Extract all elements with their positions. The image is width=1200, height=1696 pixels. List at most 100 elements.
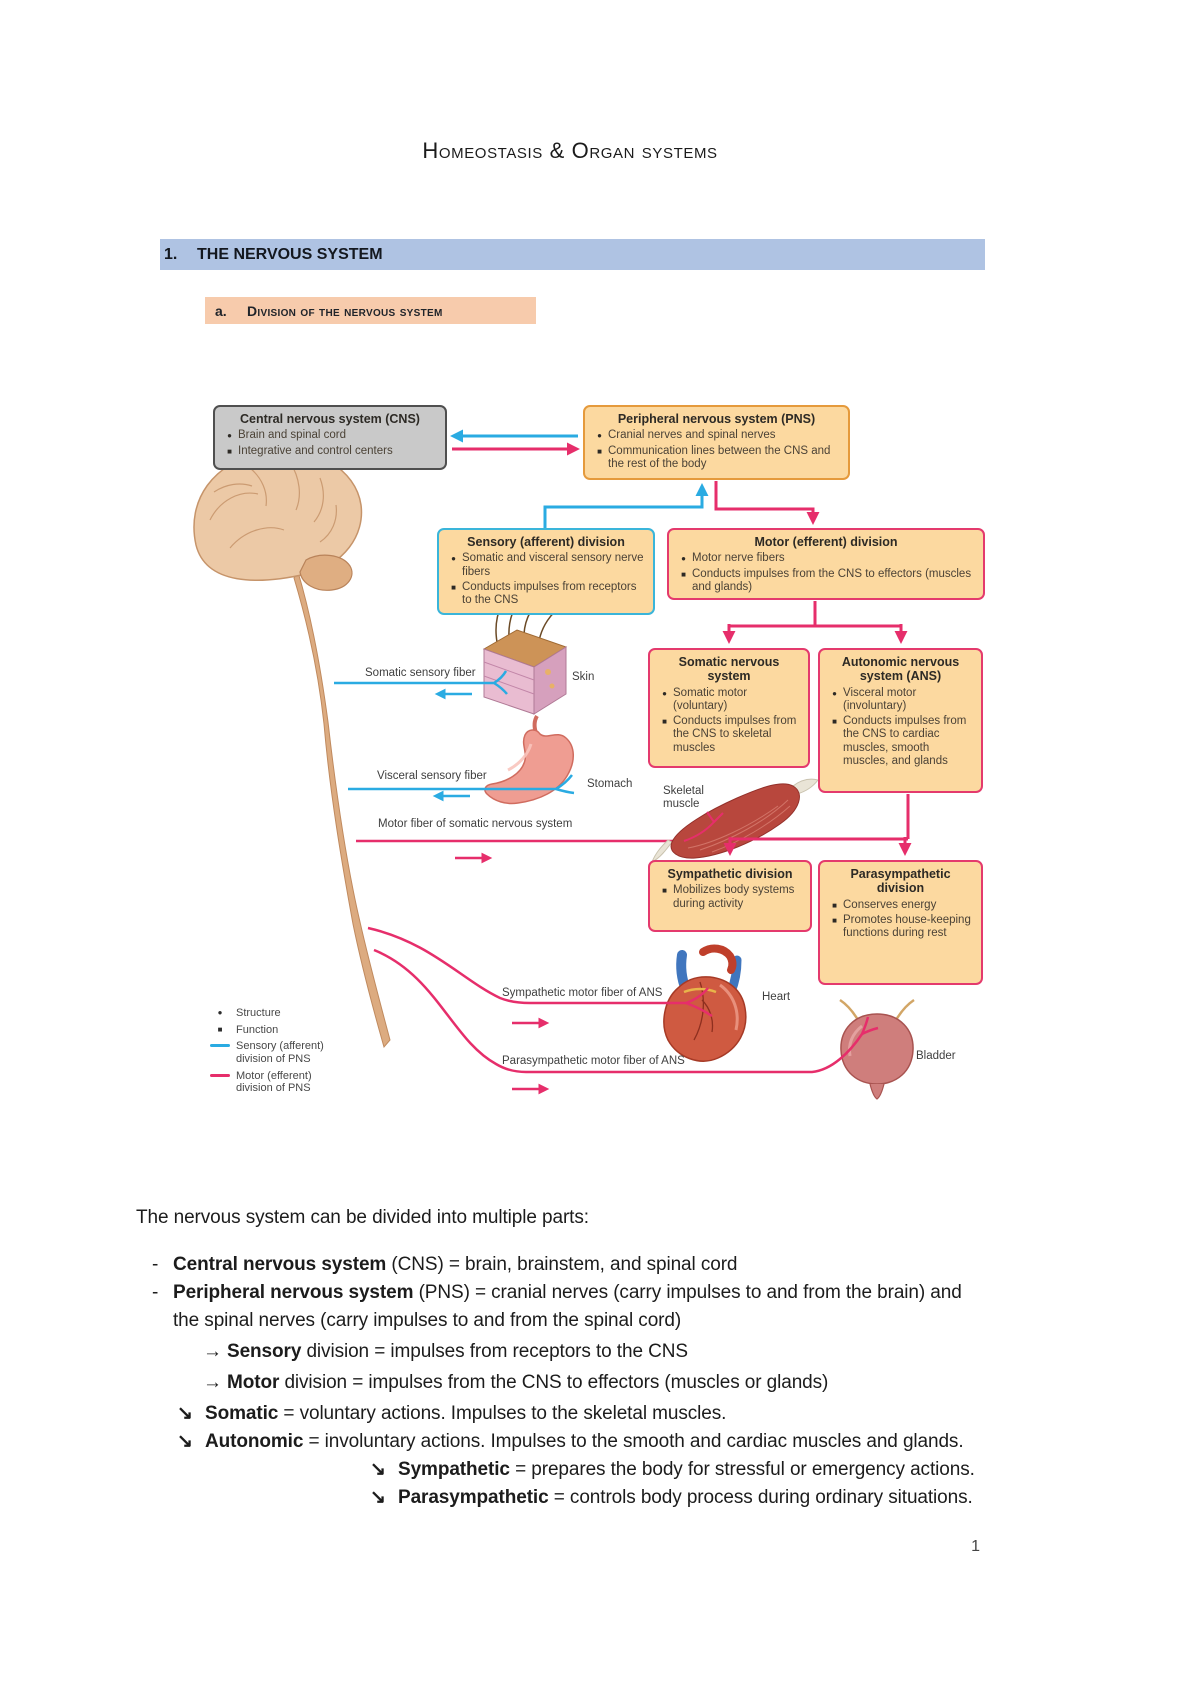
autonomic-split-connector bbox=[730, 794, 910, 841]
pns-box-title: Peripheral nervous system (PNS) bbox=[617, 412, 816, 426]
sympathetic-box: Sympathetic division ■ Mobilizes body sys… bbox=[648, 860, 812, 932]
section-heading: 1. THE NERVOUS SYSTEM bbox=[160, 239, 985, 270]
subsection-number: a. bbox=[215, 302, 227, 319]
pns-box: Peripheral nervous system (PNS) ● Cranial… bbox=[583, 405, 850, 480]
autonomic-function: Conducts impulses from the CNS to cardia… bbox=[843, 715, 967, 767]
sensory-function: Conducts impulses from receptors to the … bbox=[462, 580, 637, 607]
sensory-division-box: Sensory (afferent) division ●Somatic and… bbox=[437, 528, 655, 615]
parasympathetic-box: Parasympathetic division ■Conserves ener… bbox=[818, 860, 983, 985]
motor-function: Conducts impulses from the CNS to effect… bbox=[692, 567, 972, 593]
section-label: THE NERVOUS SYSTEM bbox=[197, 245, 383, 263]
autonomic-box-title: Autonomic nervous system (ANS) bbox=[841, 655, 960, 684]
somatic-sensory-fiber-label: Somatic sensory fiber bbox=[365, 667, 476, 679]
structure-bullet-icon: ● bbox=[597, 431, 602, 441]
list-item: - Central nervous system (CNS) = brain, … bbox=[136, 1251, 1072, 1279]
visceral-sensory-fiber-label: Visceral sensory fiber bbox=[377, 770, 487, 782]
skeletal-muscle-illustration bbox=[651, 778, 819, 864]
list-item: ↘ Somatic = voluntary actions. Impulses … bbox=[136, 1400, 1072, 1428]
southeast-arrow-icon: ↘ bbox=[370, 1459, 386, 1480]
pns-to-motor-arrow bbox=[714, 481, 820, 525]
bladder-label: Bladder bbox=[916, 1050, 956, 1062]
somatic-structure: Somatic motor (voluntary) bbox=[673, 686, 748, 712]
structure-bullet-icon: ● bbox=[662, 688, 667, 698]
function-bullet-icon: ■ bbox=[832, 915, 837, 925]
sensory-to-pns-arrow bbox=[543, 483, 709, 529]
skin-label: Skin bbox=[572, 671, 595, 683]
autonomic-box: Autonomic nervous system (ANS) ● Visceral… bbox=[818, 648, 983, 793]
somatic-function: Conducts impulses from the CNS to skelet… bbox=[673, 715, 797, 754]
motor-structure: Motor nerve fibers bbox=[692, 552, 785, 565]
function-square-icon: ■ bbox=[217, 1024, 223, 1034]
function-bullet-icon: ■ bbox=[451, 582, 456, 592]
visceral-sensory-fiber-line bbox=[348, 774, 575, 795]
right-arrow-icon: → bbox=[203, 1372, 222, 1393]
autonomic-structure: Visceral motor (involuntary) bbox=[843, 686, 917, 712]
function-bullet-icon: ■ bbox=[681, 569, 686, 579]
diagram-artwork bbox=[193, 429, 915, 1100]
list-item: ↘ Parasympathetic = controls body proces… bbox=[136, 1484, 1072, 1512]
pns-function: Communication lines between the CNS and … bbox=[608, 444, 831, 470]
legend-motor-line: Motor (efferent) division of PNS bbox=[210, 1070, 330, 1095]
body-text: The nervous system can be divided into m… bbox=[136, 1205, 1072, 1512]
sympathetic-function: Mobilizes body systems during activity bbox=[673, 884, 795, 910]
dash-bullet-icon: - bbox=[152, 1254, 159, 1275]
list-item: → Motor division = impulses from the CNS… bbox=[136, 1369, 1072, 1397]
skeletal-muscle-label: Skeletal muscle bbox=[663, 785, 704, 810]
stomach-illustration bbox=[484, 714, 574, 805]
motor-line-swatch-icon bbox=[210, 1073, 230, 1077]
function-bullet-icon: ■ bbox=[662, 717, 667, 727]
intro-paragraph: The nervous system can be divided into m… bbox=[136, 1207, 589, 1228]
parasympathetic-function-2: Promotes house-keeping functions during … bbox=[843, 913, 971, 940]
structure-dot-icon: ● bbox=[217, 1008, 223, 1017]
section-number: 1. bbox=[164, 245, 178, 263]
list-item: ↘ Autonomic = involuntary actions. Impul… bbox=[136, 1428, 1072, 1456]
spinal-cord bbox=[293, 570, 391, 1049]
dash-bullet-icon: - bbox=[152, 1282, 159, 1303]
page-title: Homeostasis & Organ systems bbox=[422, 138, 718, 163]
southeast-arrow-icon: ↘ bbox=[177, 1431, 193, 1452]
sympathetic-fiber-line bbox=[367, 926, 713, 1018]
motor-split-connector bbox=[729, 601, 901, 628]
right-arrow-icon: → bbox=[203, 1341, 222, 1362]
cns-function: Integrative and control centers bbox=[238, 444, 393, 457]
nervous-system-diagram: Central nervous system (CNS) ● Brain and … bbox=[160, 395, 985, 1105]
function-bullet-icon: ■ bbox=[832, 717, 837, 727]
function-bullet-icon: ■ bbox=[832, 900, 837, 910]
southeast-arrow-icon: ↘ bbox=[177, 1403, 193, 1424]
motor-box-title: Motor (efferent) division bbox=[754, 535, 898, 549]
list-item: - Peripheral nervous system (PNS) = cran… bbox=[136, 1279, 1072, 1335]
function-bullet-icon: ■ bbox=[597, 446, 602, 456]
cerebellum bbox=[299, 554, 353, 591]
cns-box: Central nervous system (CNS) ●Brain and … bbox=[213, 405, 447, 470]
function-bullet-icon: ■ bbox=[662, 886, 667, 896]
stomach-label: Stomach bbox=[587, 778, 633, 790]
legend-function: ■ Function bbox=[210, 1024, 330, 1037]
skin-illustration bbox=[482, 595, 568, 715]
sensory-line-swatch-icon bbox=[210, 1044, 230, 1048]
heart-label: Heart bbox=[762, 991, 791, 1003]
page-number: 1 bbox=[971, 1538, 980, 1555]
cns-box-title: Central nervous system (CNS) bbox=[240, 412, 420, 426]
structure-bullet-icon: ● bbox=[832, 688, 837, 698]
parasympathetic-fiber-line bbox=[373, 948, 879, 1074]
heart-illustration bbox=[663, 944, 747, 1062]
motor-fiber-label: Motor fiber of somatic nervous system bbox=[378, 818, 573, 830]
parasympathetic-function-1: Conserves energy bbox=[843, 898, 937, 911]
sympathetic-box-title: Sympathetic division bbox=[667, 867, 793, 881]
muscle-nerve-branch bbox=[683, 811, 724, 842]
subsection-heading: a. Division of the nervous system bbox=[205, 297, 536, 324]
diagram-legend: ● Structure ■ Function Sensory (afferent… bbox=[210, 1007, 330, 1099]
somatic-box: Somatic nervous system ●Somatic motor (v… bbox=[648, 648, 810, 768]
bladder-illustration bbox=[839, 998, 915, 1100]
brain-illustration bbox=[193, 450, 391, 1049]
list-item: → Sensory division = impulses from recep… bbox=[136, 1338, 1072, 1366]
legend-sensory-line: Sensory (afferent) division of PNS bbox=[210, 1040, 330, 1065]
sensory-structure: Somatic and visceral sensory nerve fiber… bbox=[462, 552, 644, 578]
list-item: ↘ Sympathetic = prepares the body for st… bbox=[136, 1456, 1072, 1484]
pns-structure: Cranial nerves and spinal nerves bbox=[608, 429, 776, 442]
somatic-sensory-fiber-line bbox=[334, 670, 508, 695]
legend-structure: ● Structure bbox=[210, 1007, 330, 1020]
motor-division-box: Motor (efferent) division ●Motor nerve f… bbox=[667, 528, 985, 600]
cns-structure: Brain and spinal cord bbox=[238, 429, 347, 442]
